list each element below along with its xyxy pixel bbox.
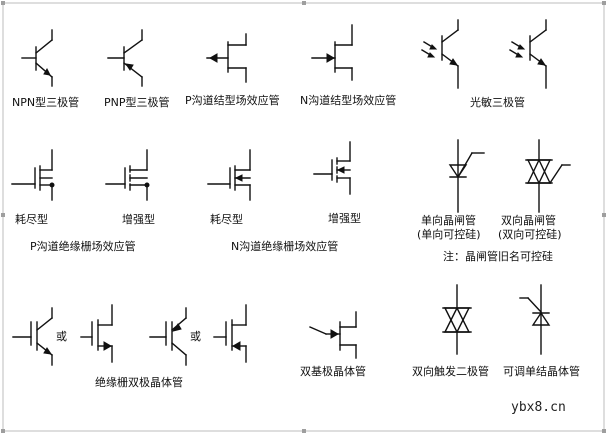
label-triac: 双向晶闸管	[501, 214, 556, 227]
label-igbt: 绝缘栅双极晶体管	[95, 376, 183, 389]
n-mosfet-enhancement-symbol	[313, 141, 351, 195]
label-p-mosfet: P沟道绝缘栅场效应管	[30, 240, 136, 253]
igbt-symbol-c	[149, 307, 187, 366]
label-depletion-2: 耗尽型	[210, 213, 243, 226]
frame-handle	[1, 1, 5, 5]
label-p-jfet: P沟道结型场效应管	[185, 94, 280, 107]
frame-handle	[602, 429, 606, 433]
put-symbol	[519, 284, 551, 355]
n-channel-jfet-symbol	[311, 24, 353, 81]
label-n-mosfet: N沟道绝缘栅场效应管	[231, 240, 339, 253]
label-thyristor-note: 注：晶闸管旧名可控硅	[443, 250, 553, 263]
label-pnp: PNP型三极管	[104, 96, 170, 109]
p-mosfet-enhancement-symbol	[105, 149, 150, 201]
label-or-2: 或	[190, 330, 201, 343]
label-scr: 单向晶闸管	[421, 214, 476, 227]
label-ujt: 双基极晶体管	[300, 365, 366, 378]
label-enhancement-2: 增强型	[328, 212, 361, 225]
p-channel-jfet-symbol	[206, 33, 247, 83]
frame-handle	[1, 429, 5, 433]
label-npn: NPN型三极管	[12, 96, 80, 109]
igbt-symbol-a	[12, 307, 53, 366]
igbt-symbol-d	[213, 304, 247, 363]
label-phototransistor: 光敏三极管	[470, 96, 525, 109]
label-put: 可调单结晶体管	[503, 365, 580, 378]
label-depletion-1: 耗尽型	[15, 213, 48, 226]
scr-symbol	[448, 139, 485, 213]
phototransistor-symbol-b	[509, 19, 547, 89]
label-enhancement-1: 增强型	[122, 213, 155, 226]
p-mosfet-depletion-symbol	[11, 149, 55, 201]
label-diac: 双向触发二极管	[412, 365, 489, 378]
pnp-transistor-symbol	[107, 29, 143, 87]
frame-handle	[1, 213, 5, 217]
n-mosfet-depletion-symbol	[207, 149, 251, 201]
ujt-symbol	[309, 311, 357, 359]
frame-handle	[302, 1, 306, 5]
label-scr-alt: (单向可控硅)	[417, 228, 481, 241]
diac-symbol	[442, 284, 472, 355]
frame-handle	[602, 213, 606, 217]
label-n-jfet: N沟道结型场效应管	[300, 94, 397, 107]
watermark: ybx8.cn	[511, 400, 566, 415]
frame-handle	[602, 1, 606, 5]
phototransistor-symbol-a	[421, 19, 459, 89]
igbt-symbol-b	[80, 304, 113, 363]
label-triac-alt: (双向可控硅)	[498, 228, 562, 241]
triac-symbol	[525, 139, 571, 213]
label-or-1: 或	[56, 330, 67, 343]
frame-handle	[302, 429, 306, 433]
npn-transistor-symbol	[21, 29, 53, 87]
